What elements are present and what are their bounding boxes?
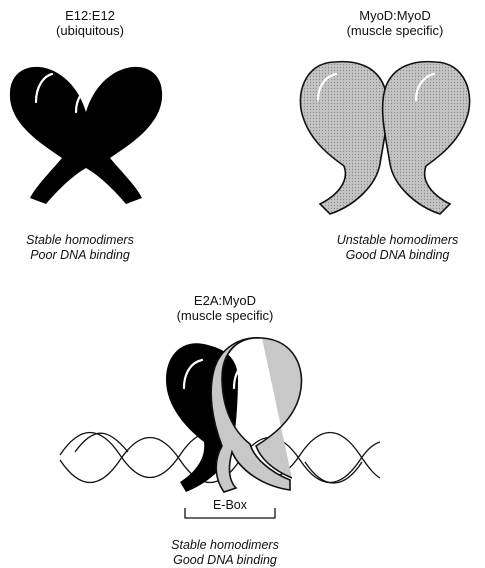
- myod-protein-left: [300, 62, 387, 214]
- dna-strand-4: [305, 462, 362, 483]
- e-box-bracket: [185, 508, 275, 518]
- e12-homodimer-shape: [10, 67, 162, 204]
- e-box-bracket-line: [185, 508, 275, 518]
- e2a-protein-grey-outline: [256, 338, 301, 478]
- myod-homodimer-shape: [300, 62, 469, 214]
- myod-protein-right: [383, 62, 470, 214]
- e12-protein-body: [10, 67, 162, 204]
